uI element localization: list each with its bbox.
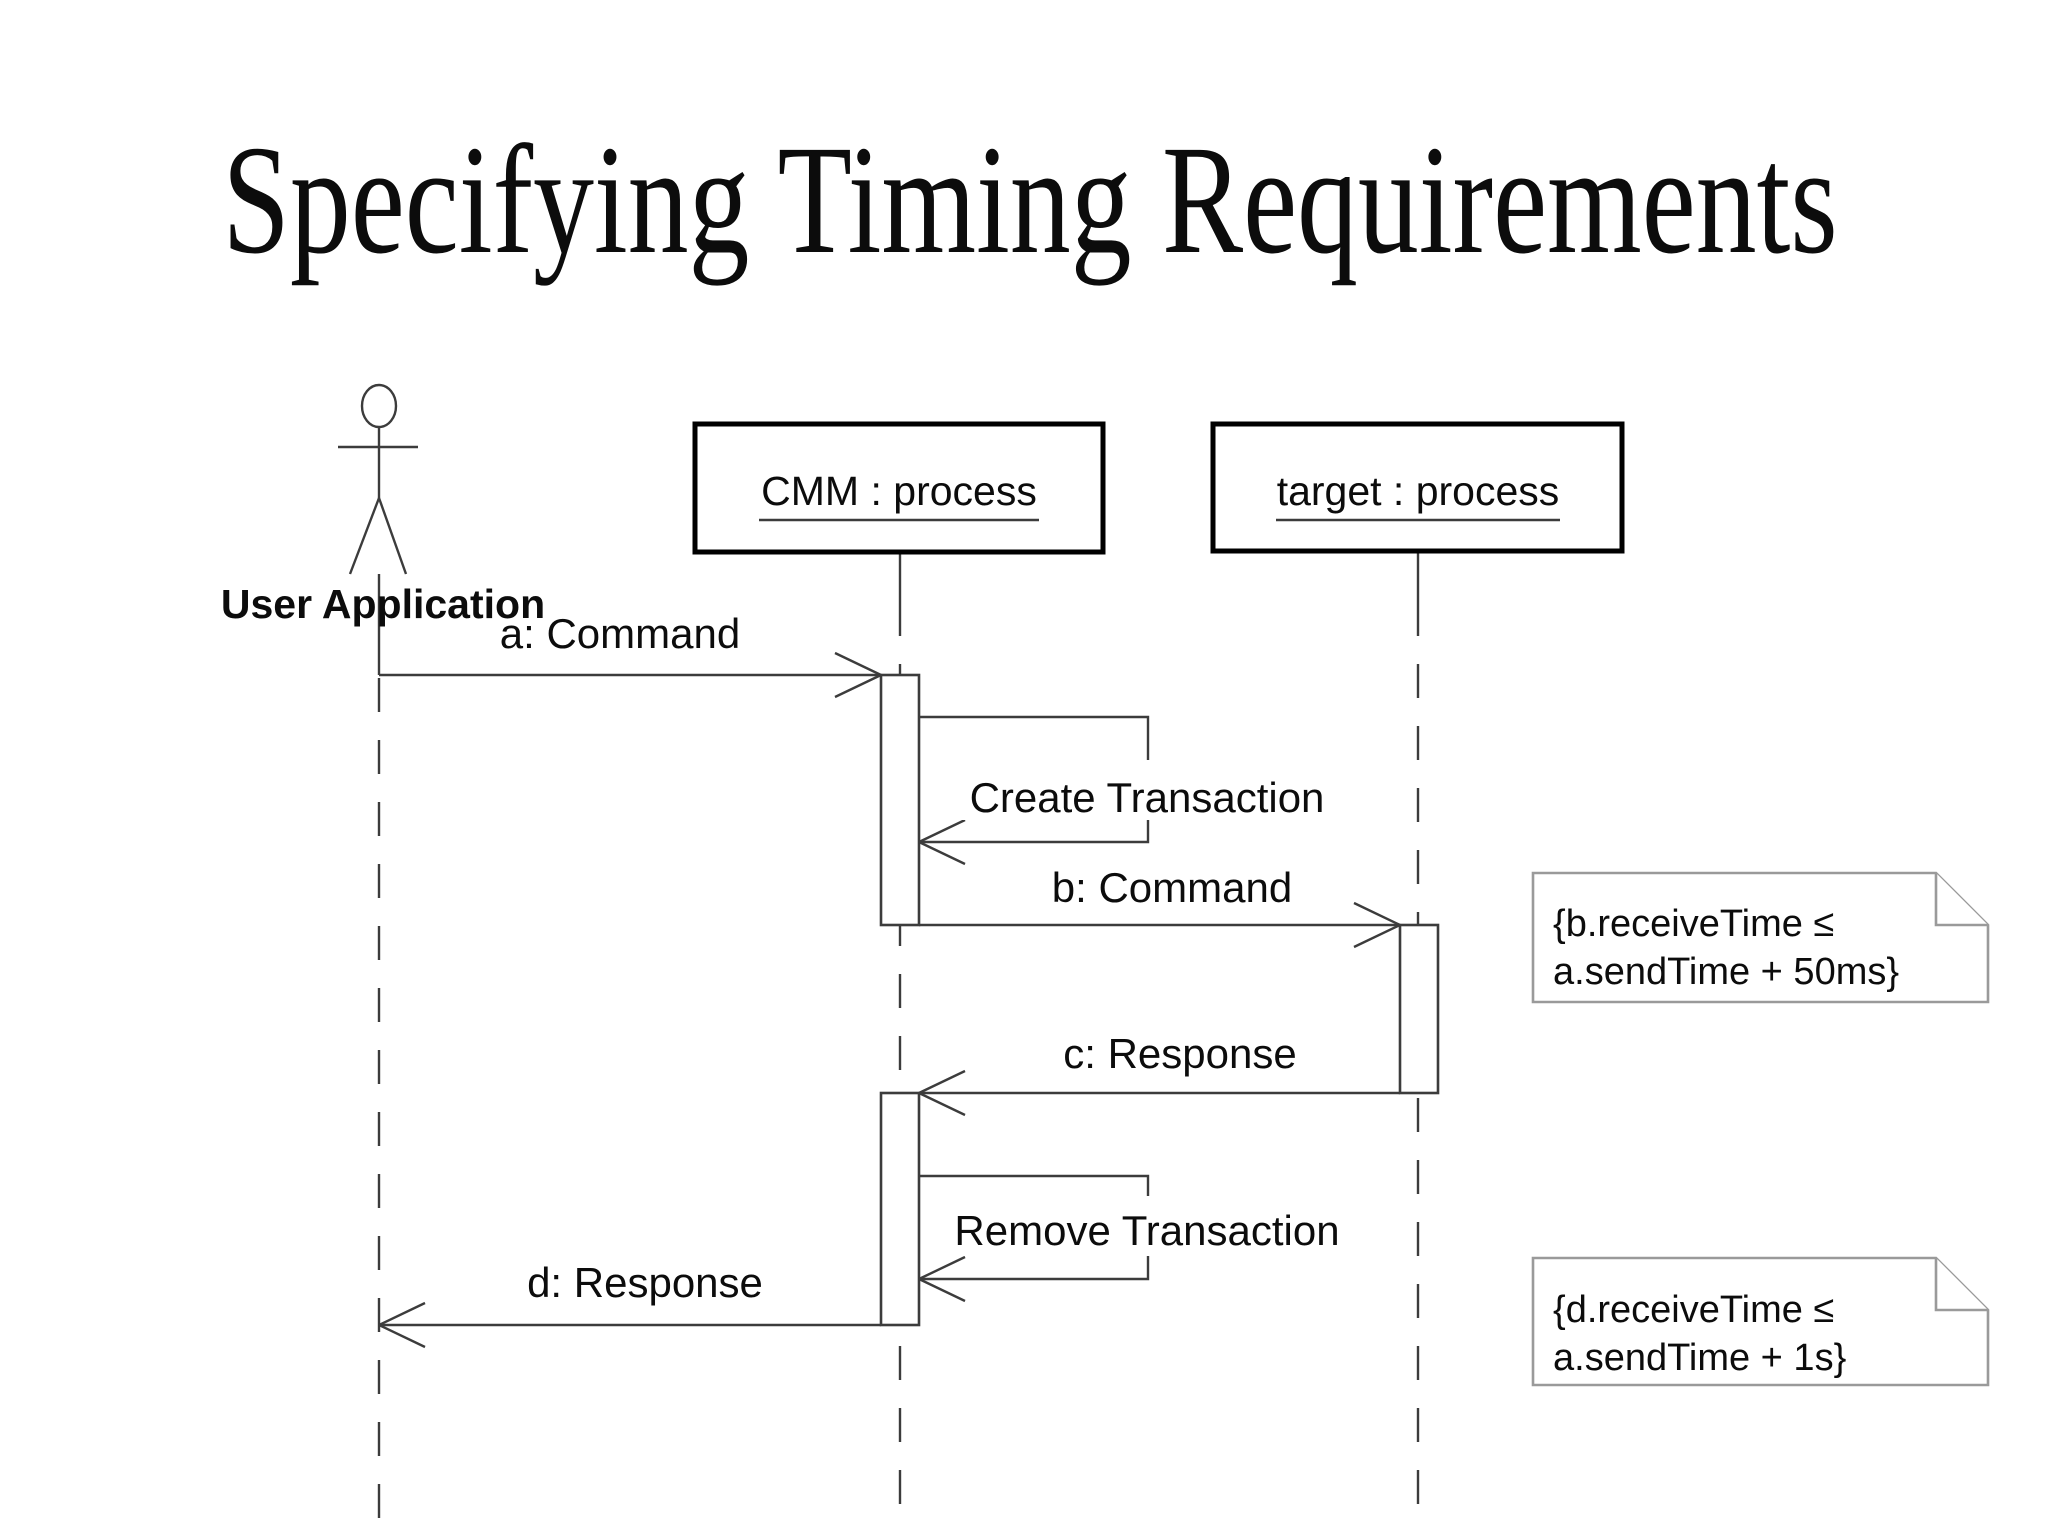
actor-leg-left: [348, 497, 381, 575]
message-a-arrowhead-icon: [834, 651, 882, 699]
message-b-arrowhead-icon: [1353, 901, 1401, 949]
note-d-fold-icon: [1934, 1258, 1988, 1312]
slide-title: Specifying Timing Requirements: [222, 114, 1837, 287]
cmm-object-box: [692, 421, 1106, 555]
message-remove-label-bg: [945, 1196, 1351, 1256]
message-create-label: Create Transaction: [970, 774, 1325, 821]
message-d-label: d: Response: [527, 1259, 763, 1306]
note-b-timing: {b.receiveTime ≤ a.sendTime + 50ms}: [1531, 871, 1990, 1004]
note-d-outline: [1531, 1256, 1990, 1387]
note-d-line-2: a.sendTime + 1s}: [1553, 1337, 1846, 1379]
activation-bar-cmm-2: [879, 1091, 921, 1327]
message-remove-arrowhead-icon: [918, 1255, 966, 1303]
message-remove-label: Remove Transaction: [954, 1207, 1339, 1254]
message-c-label: c: Response: [1063, 1030, 1296, 1077]
message-c-arrowhead-icon: [918, 1069, 966, 1117]
note-b-line-1: {b.receiveTime ≤: [1553, 903, 1834, 945]
target-object-label: target : process: [1277, 468, 1560, 514]
note-b-fold-icon: [1934, 873, 1988, 927]
note-d-line-1: {d.receiveTime ≤: [1553, 1289, 1834, 1331]
cmm-object-label: CMM : process: [761, 468, 1037, 514]
user-actor-label: User Application: [221, 581, 545, 627]
note-b-outline: [1531, 871, 1990, 1004]
note-b-line-2: a.sendTime + 50ms}: [1553, 951, 1899, 993]
actor-head: [360, 383, 398, 429]
actor-stick-figure-icon: [338, 383, 418, 575]
message-b-label: b: Command: [1052, 864, 1292, 911]
target-object-box: [1210, 421, 1625, 554]
message-create-label-bg: [945, 760, 1351, 820]
activation-bar-target: [1398, 923, 1440, 1095]
note-d-timing: {d.receiveTime ≤ a.sendTime + 1s}: [1531, 1256, 1990, 1387]
message-create-arrowhead-icon: [918, 818, 966, 866]
message-d-arrowhead-icon: [378, 1301, 426, 1349]
actor-leg-right: [377, 497, 408, 575]
activation-bar-cmm-1: [879, 673, 921, 927]
message-a-label: a: Command: [500, 610, 740, 657]
